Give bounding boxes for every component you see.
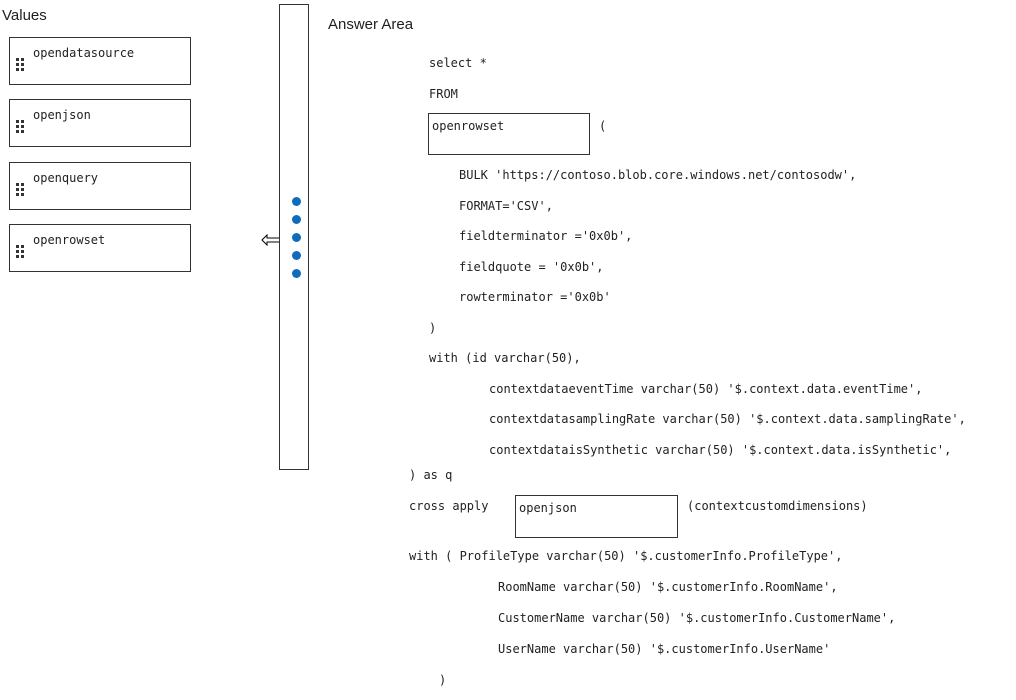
code-line: ) as q bbox=[409, 468, 453, 482]
code-line: cross apply bbox=[409, 499, 489, 513]
drag-handle-icon bbox=[16, 58, 24, 71]
code-line: (contextcustomdimensions) bbox=[687, 499, 868, 513]
drag-handle-icon bbox=[16, 245, 24, 258]
code-line: ) bbox=[439, 673, 447, 687]
code-line: ) bbox=[429, 321, 437, 335]
value-card-label: openjson bbox=[33, 108, 91, 122]
answer-slot-1-value: openrowset bbox=[432, 119, 505, 133]
value-card-opendatasource[interactable]: opendatasource bbox=[9, 37, 191, 85]
answer-slot-1[interactable]: openrowset bbox=[428, 113, 590, 155]
code-line: fieldterminator ='0x0b', bbox=[459, 229, 633, 243]
code-line: contextdatasamplingRate varchar(50) '$.c… bbox=[489, 412, 966, 426]
drag-handle-icon bbox=[16, 183, 24, 196]
code-line: BULK 'https://contoso.blob.core.windows.… bbox=[459, 168, 857, 182]
code-line: CustomerName varchar(50) '$.customerInfo… bbox=[498, 611, 896, 625]
answer-slot-2[interactable]: openjson bbox=[515, 495, 678, 538]
code-line: FROM bbox=[429, 87, 458, 101]
code-line: FORMAT='CSV', bbox=[459, 199, 553, 213]
value-card-openquery[interactable]: openquery bbox=[9, 162, 191, 210]
values-title: Values bbox=[2, 7, 47, 24]
code-line: select * bbox=[429, 56, 487, 70]
code-line: with ( ProfileType varchar(50) '$.custom… bbox=[409, 549, 843, 563]
code-line: UserName varchar(50) '$.customerInfo.Use… bbox=[498, 642, 831, 656]
answer-slot-2-value: openjson bbox=[519, 501, 577, 515]
value-card-openjson[interactable]: openjson bbox=[9, 99, 191, 147]
value-card-label: opendatasource bbox=[33, 46, 135, 60]
code-line: RoomName varchar(50) '$.customerInfo.Roo… bbox=[498, 580, 838, 594]
panel-splitter[interactable] bbox=[279, 4, 309, 470]
value-card-label: openrowset bbox=[33, 233, 106, 247]
value-card-label: openquery bbox=[33, 171, 99, 185]
code-line: contextdataisSynthetic varchar(50) '$.co… bbox=[489, 443, 952, 457]
code-line: ( bbox=[599, 119, 607, 133]
value-card-openrowset[interactable]: openrowset bbox=[9, 224, 191, 272]
code-line: contextdataeventTime varchar(50) '$.cont… bbox=[489, 382, 923, 396]
code-line: rowterminator ='0x0b' bbox=[459, 290, 611, 304]
code-line: fieldquote = '0x0b', bbox=[459, 260, 604, 274]
answer-area-title: Answer Area bbox=[328, 16, 414, 33]
code-line: with (id varchar(50), bbox=[429, 351, 581, 365]
drag-handle-icon bbox=[16, 120, 24, 133]
